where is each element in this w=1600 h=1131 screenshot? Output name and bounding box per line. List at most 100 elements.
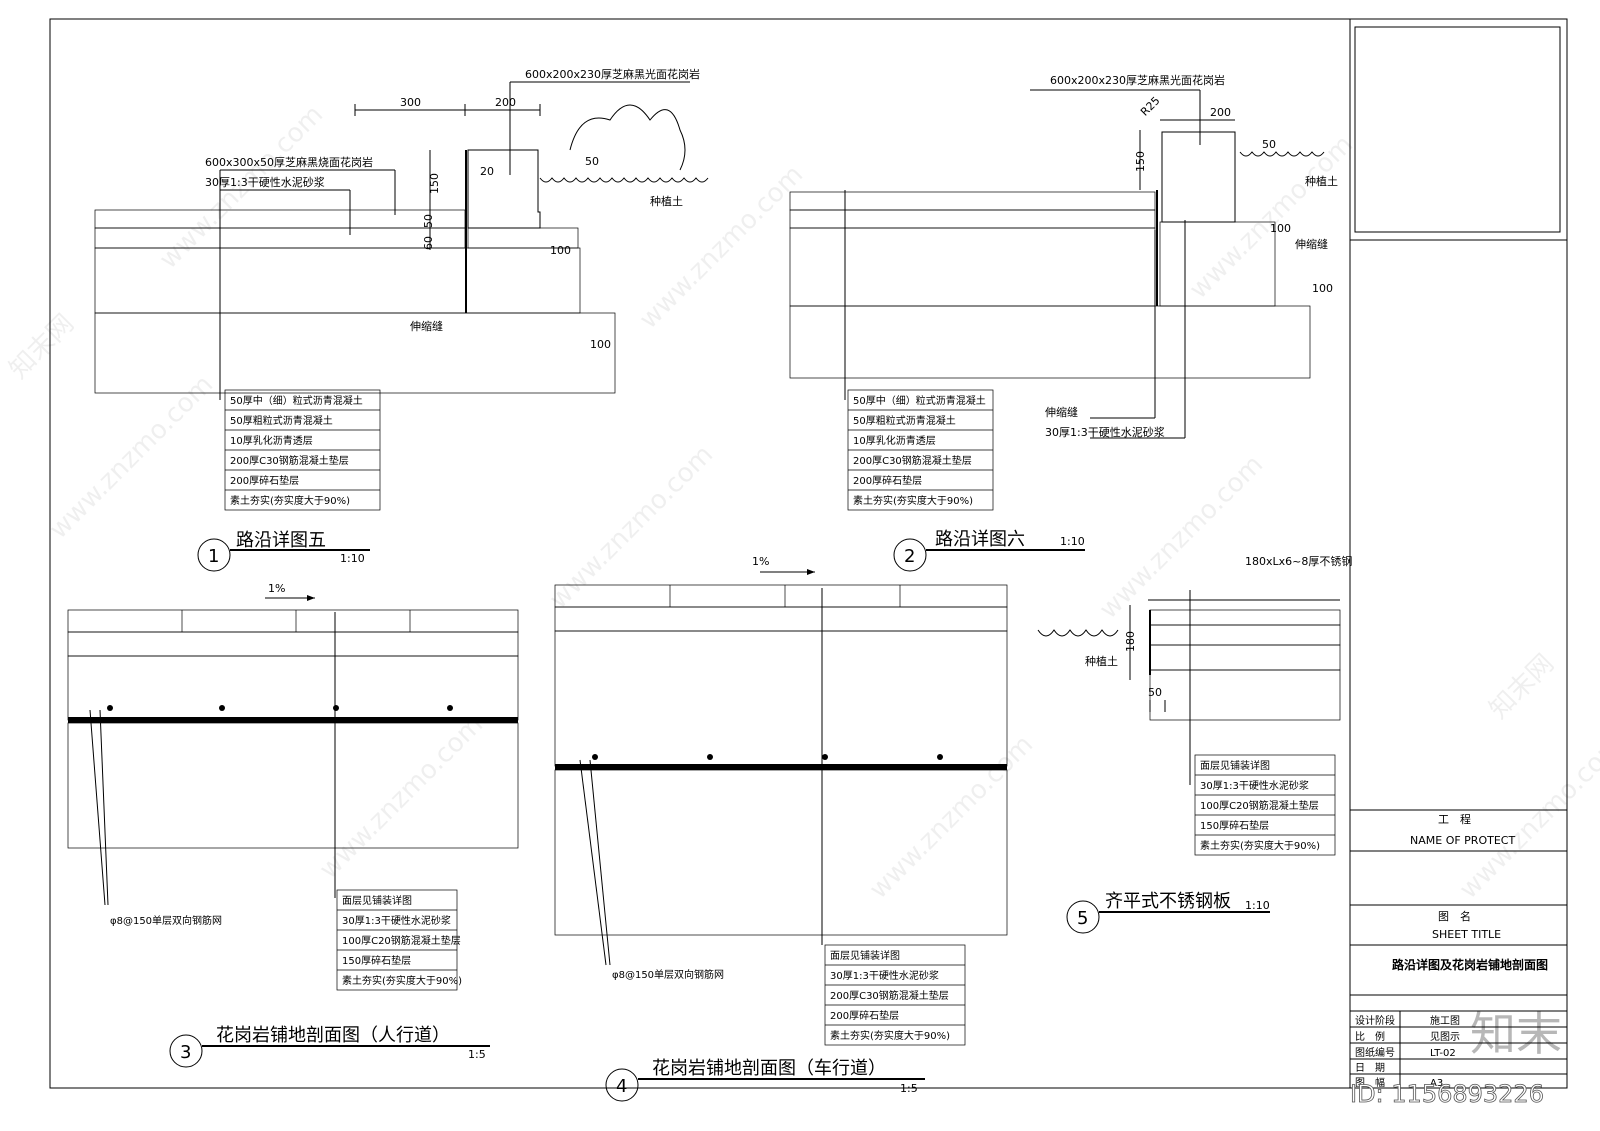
d2-joint-label2: 伸缩缝 xyxy=(1045,405,1078,419)
d1-layer: 素土夯实(夯实度大于90%) xyxy=(230,494,350,507)
d5-number-circle xyxy=(1066,900,1100,934)
d2-dim: 50 xyxy=(1262,138,1276,151)
d2-number-circle xyxy=(893,538,927,572)
d1-mortar-label: 30厚1:3干硬性水泥砂浆 xyxy=(205,175,325,189)
detail-1-drawing xyxy=(94,81,709,511)
tb-row-label: 图纸编号 xyxy=(1355,1046,1395,1059)
d1-joint-label: 伸缩缝 xyxy=(410,319,443,333)
d2-layer: 200厚C30钢筋混凝土垫层 xyxy=(853,454,972,467)
watermark-site: www.znzmo.com xyxy=(544,440,719,615)
d4-scale: 1:5 xyxy=(900,1082,918,1095)
tb-row-label: 日 期 xyxy=(1355,1062,1385,1074)
watermark-site: www.znzmo.com xyxy=(1094,450,1269,625)
d1-dim: 50 xyxy=(422,214,435,228)
watermark-brand: 知末网 xyxy=(1484,649,1560,725)
d1-layer: 50厚中（细）粒式沥青混凝土 xyxy=(230,394,363,407)
tb-row-label: 比 例 xyxy=(1355,1030,1385,1043)
d4-layer: 200厚C30钢筋混凝土垫层 xyxy=(830,989,949,1002)
d5-top-label: 180xLx6~8厚不锈钢 xyxy=(1245,555,1352,568)
d1-soil-label: 种植土 xyxy=(650,194,683,208)
project-en: NAME OF PROTECT xyxy=(1410,834,1515,847)
d2-joint-label: 伸缩缝 xyxy=(1295,237,1328,251)
sheet-en: SHEET TITLE xyxy=(1432,928,1501,941)
d3-layer: 100厚C20钢筋混凝土垫层 xyxy=(342,934,461,947)
watermark-site: www.znzmo.com xyxy=(314,710,489,885)
d5-layer: 30厚1:3干硬性水泥砂浆 xyxy=(1200,779,1309,792)
d2-layer: 200厚碎石垫层 xyxy=(853,474,922,487)
d3-layer: 面层见铺装详图 xyxy=(342,894,412,907)
title-block xyxy=(1350,26,1567,1088)
d3-layer: 素土夯实(夯实度大于90%) xyxy=(342,974,462,987)
d1-dim: 20 xyxy=(480,165,494,178)
tb-row-label: 图 幅 xyxy=(1355,1076,1385,1089)
detail-5-drawing xyxy=(1037,590,1341,856)
d3-layer: 150厚碎石垫层 xyxy=(342,954,411,967)
tb-row-value: 施工图 xyxy=(1430,1014,1460,1027)
sheet-cn: 图 名 xyxy=(1438,909,1471,923)
d1-paver-label: 600x300x50厚芝麻黑烧面花岗岩 xyxy=(205,155,373,169)
d3-number: 3 xyxy=(180,1042,191,1063)
d1-layer: 10厚乳化沥青透层 xyxy=(230,434,313,447)
d4-rebar-label: φ8@150单层双向钢筋网 xyxy=(612,968,724,981)
d1-top-label: 600x200x230厚芝麻黑光面花岗岩 xyxy=(525,67,700,81)
d5-title: 齐平式不锈钢板 xyxy=(1105,891,1231,912)
d4-layer: 200厚碎石垫层 xyxy=(830,1009,899,1022)
d2-soil-label: 种植土 xyxy=(1305,174,1338,188)
d5-layer: 150厚碎石垫层 xyxy=(1200,819,1269,832)
d2-scale: 1:10 xyxy=(1060,535,1085,548)
d4-layer: 面层见铺装详图 xyxy=(830,949,900,962)
detail-2-drawing xyxy=(789,89,1325,511)
detail-3-drawing xyxy=(67,595,519,991)
watermark-site: www.znzmo.com xyxy=(44,370,219,545)
d2-dim: 100 xyxy=(1270,222,1291,235)
sheet-title: 路沿详图及花岗岩铺地剖面图 xyxy=(1392,957,1548,972)
d4-layer: 素土夯实(夯实度大于90%) xyxy=(830,1029,950,1042)
tb-row-value: A3 xyxy=(1430,1078,1443,1089)
d1-dim: 100 xyxy=(590,338,611,351)
detail-4-drawing xyxy=(554,569,1008,1046)
d2-dim: 100 xyxy=(1312,282,1333,295)
d1-dim: 150 xyxy=(428,173,441,194)
d5-number: 5 xyxy=(1077,908,1088,929)
d1-number-circle xyxy=(197,538,231,572)
d3-rebar-label: φ8@150单层双向钢筋网 xyxy=(110,914,222,927)
d3-scale: 1:5 xyxy=(468,1048,486,1061)
d1-dim: 100 xyxy=(550,244,571,257)
d1-dim: 200 xyxy=(495,96,516,109)
d4-number: 4 xyxy=(616,1076,627,1097)
d5-scale: 1:10 xyxy=(1245,899,1270,912)
d2-mortar-label: 30厚1:3干硬性水泥砂浆 xyxy=(1045,425,1165,439)
project-cn: 工 程 xyxy=(1438,813,1471,826)
d3-layer: 30厚1:3干硬性水泥砂浆 xyxy=(342,914,451,927)
d1-dim: 50 xyxy=(585,155,599,168)
d2-dim: 200 xyxy=(1210,106,1231,119)
watermark-id: ID: 1156893226 xyxy=(1350,1080,1544,1108)
d2-number: 2 xyxy=(904,546,915,567)
d4-title: 花岗岩铺地剖面图（车行道） xyxy=(652,1058,886,1079)
d3-number-circle xyxy=(169,1034,203,1068)
d4-slope: 1% xyxy=(752,555,769,568)
d4-layer: 30厚1:3干硬性水泥砂浆 xyxy=(830,969,939,982)
d1-layer: 50厚粗粒式沥青混凝土 xyxy=(230,414,333,427)
watermark-site: www.znzmo.com xyxy=(1454,730,1600,905)
d5-dim: 50 xyxy=(1148,686,1162,699)
watermark-site: www.znzmo.com xyxy=(864,730,1039,905)
d1-number: 1 xyxy=(208,546,219,567)
d1-dim: 300 xyxy=(400,96,421,109)
d2-layer: 50厚粗粒式沥青混凝土 xyxy=(853,414,956,427)
d5-dim: 180 xyxy=(1124,631,1137,652)
d2-top-label: 600x200x230厚芝麻黑光面花岗岩 xyxy=(1050,73,1225,87)
watermark-site: www.znzmo.com xyxy=(634,160,809,335)
d2-layer: 50厚中（细）粒式沥青混凝土 xyxy=(853,394,986,407)
d2-title: 路沿详图六 xyxy=(935,529,1025,550)
d5-layer: 素土夯实(夯实度大于90%) xyxy=(1200,839,1320,852)
d2-layer: 素土夯实(夯实度大于90%) xyxy=(853,494,973,507)
d1-title: 路沿详图五 xyxy=(236,530,326,551)
tb-row-value: 见图示 xyxy=(1430,1031,1460,1043)
d1-layer: 200厚碎石垫层 xyxy=(230,474,299,487)
d4-number-circle xyxy=(605,1068,639,1102)
d3-title: 花岗岩铺地剖面图（人行道） xyxy=(216,1025,450,1046)
tb-row-value: LT-02 xyxy=(1430,1048,1456,1059)
d2-layer: 10厚乳化沥青透层 xyxy=(853,434,936,447)
d5-layer: 100厚C20钢筋混凝土垫层 xyxy=(1200,799,1319,812)
